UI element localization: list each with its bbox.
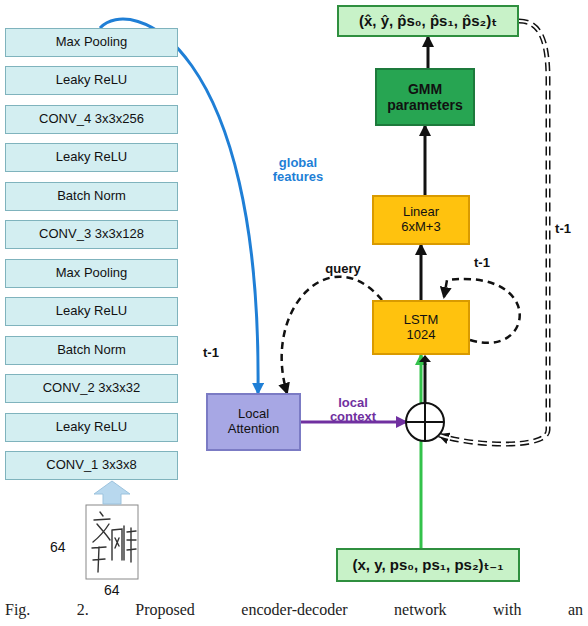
layer-box: Batch Norm <box>5 182 178 211</box>
connector <box>425 126 426 195</box>
figure-caption: Fig. 2. Proposed encoder-decoder network… <box>5 601 583 619</box>
connector-line <box>282 277 382 393</box>
layer-box: Max Pooling <box>5 28 178 57</box>
node-text: Max Pooling <box>56 35 128 50</box>
node-text: Local Attention <box>218 407 289 437</box>
node-text: Batch Norm <box>57 343 126 358</box>
node-text: (x̂, ŷ, p̂s₀, p̂s₁, p̂s₂)ₜ <box>359 12 497 29</box>
time-step-label: t-1 <box>474 256 490 270</box>
connector-line <box>424 126 427 195</box>
layer-box: Batch Norm <box>5 336 178 365</box>
lstm-box: LSTM 1024 <box>372 300 470 355</box>
layer-box: Max Pooling <box>5 259 178 288</box>
sum-plus-h <box>406 421 444 423</box>
layer-box: Leaky ReLU <box>5 297 178 326</box>
node-text: Leaky ReLU <box>56 150 128 165</box>
connector-line <box>420 245 423 300</box>
connector <box>428 37 429 68</box>
node-text: GMM parameters <box>377 81 473 113</box>
handwriting-sketch <box>92 512 136 572</box>
node-text: Batch Norm <box>57 189 126 204</box>
node-text: Leaky ReLU <box>56 304 128 319</box>
gmm-box: GMM parameters <box>375 68 475 126</box>
connector <box>421 355 422 548</box>
node-text: CONV_1 3x3x8 <box>46 458 136 473</box>
dimension-label: 64 <box>50 540 66 555</box>
sum-output-line <box>424 360 427 403</box>
sum-plus-v <box>424 403 426 441</box>
sum-output-arrowhead <box>419 355 431 362</box>
layer-box: CONV_4 3x3x256 <box>5 105 178 134</box>
connector <box>421 245 422 300</box>
linear-box: Linear 6xM+3 <box>372 195 470 245</box>
node-text: CONV_3 3x3x128 <box>39 227 144 242</box>
node-text: LSTM 1024 <box>388 313 454 343</box>
layer-box: CONV_2 3x3x32 <box>5 374 178 403</box>
node-text: Leaky ReLU <box>56 420 128 435</box>
layer-box: Leaky ReLU <box>5 143 178 172</box>
input-arrow <box>94 481 130 504</box>
connector-line <box>420 355 423 548</box>
input-box: (x, y, ps₀, ps₁, ps₂)ₜ₋₁ <box>336 548 520 582</box>
output-box: (x̂, ŷ, p̂s₀, p̂s₁, p̂s₂)ₜ <box>337 5 519 37</box>
node-text: Max Pooling <box>56 266 128 281</box>
edge-label: t-1 <box>548 222 578 236</box>
node-text: CONV_4 3x3x256 <box>39 112 144 127</box>
attention-box: Local Attention <box>206 393 301 451</box>
layer-box: CONV_1 3x3x8 <box>5 451 178 480</box>
node-text: Linear 6xM+3 <box>396 205 446 235</box>
edge-label: global features <box>262 156 334 185</box>
layer-box: Leaky ReLU <box>5 413 178 442</box>
connector <box>282 277 382 393</box>
time-step-label: t-1 <box>203 346 219 360</box>
edge-label: local context <box>318 396 388 425</box>
dimension-label: 64 <box>104 583 120 598</box>
layer-box: CONV_3 3x3x128 <box>5 220 178 249</box>
sum-circle <box>406 403 444 441</box>
node-text: (x, y, ps₀, ps₁, ps₂)ₜ₋₁ <box>353 556 504 573</box>
connector-line <box>427 37 430 68</box>
edge-label: query <box>318 262 368 276</box>
input-image-frame <box>86 505 138 579</box>
node-text: Leaky ReLU <box>56 73 128 88</box>
node-text: CONV_2 3x3x32 <box>43 381 141 396</box>
layer-box: Leaky ReLU <box>5 66 178 95</box>
